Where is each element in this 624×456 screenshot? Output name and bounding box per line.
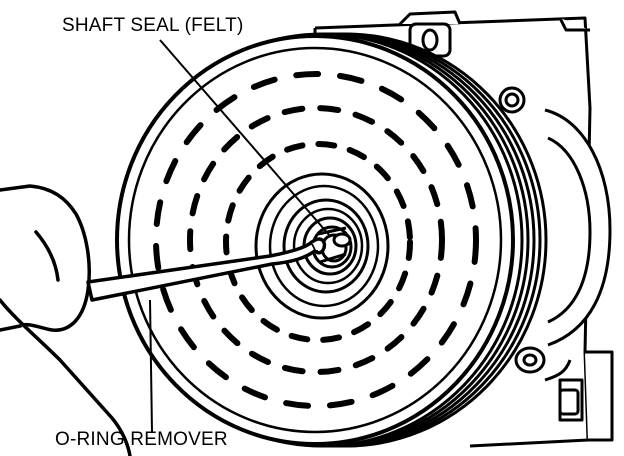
mounting-ears xyxy=(408,22,580,416)
oring-remover-leader xyxy=(149,299,153,433)
oring-remover-tool xyxy=(86,237,327,302)
callout-leaders xyxy=(149,39,331,433)
oring-remover-label: O-RING REMOVER xyxy=(55,429,228,450)
shaft-seal-leader xyxy=(159,39,331,237)
hand-illustration xyxy=(0,184,132,456)
shaft-seal-label: SHAFT SEAL (FELT) xyxy=(62,15,244,36)
clutch-slots xyxy=(153,71,479,409)
